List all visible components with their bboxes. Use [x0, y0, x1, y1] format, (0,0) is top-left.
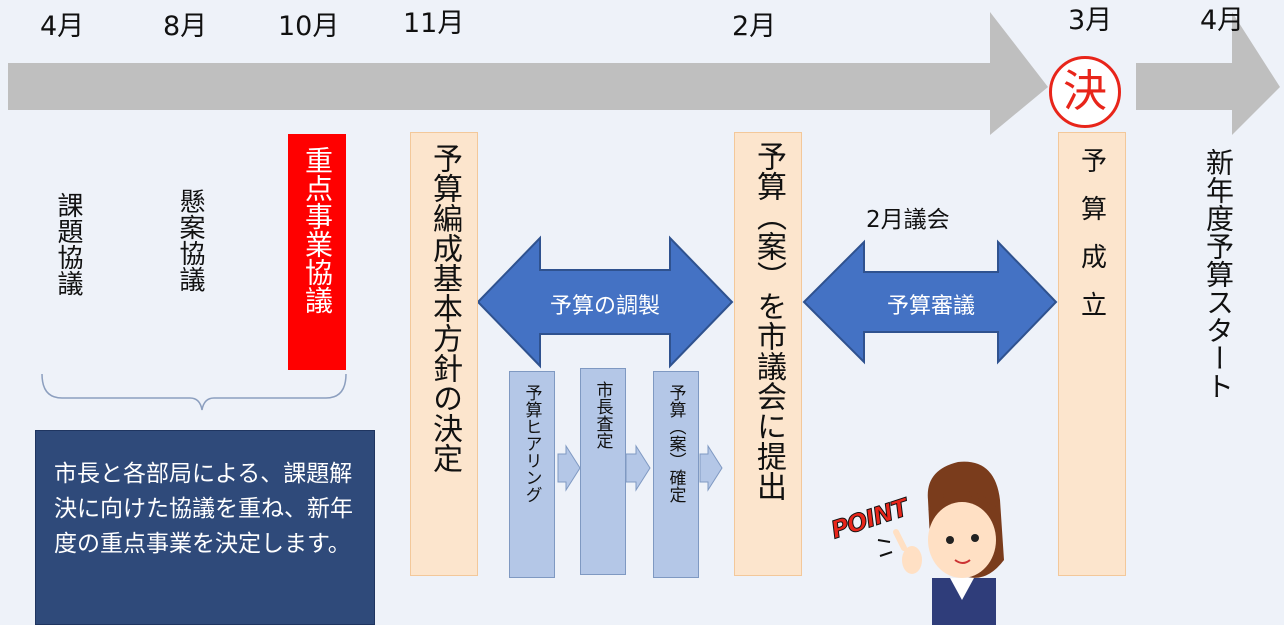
adjust-arrow-label: 予算の調製 — [549, 294, 660, 319]
step-juten-box: 重点事業協議 — [288, 134, 346, 370]
step-houshin: 予算編成基本方針の決定 — [427, 143, 462, 473]
month-label: 10月 — [278, 11, 340, 42]
adjust-double-arrow — [476, 235, 734, 369]
note-text: 市長と各部局による、課題解決に向けた協議を重ね、新年度の重点事業を決定します。 — [54, 461, 353, 557]
mascot-icon — [877, 461, 1004, 625]
step-seiritsu: 予算成立 — [1076, 147, 1107, 339]
chevron-icon-1 — [557, 444, 581, 492]
council-double-arrow — [802, 239, 1058, 365]
chevron-icon-2 — [625, 444, 651, 492]
step-houshin-box: 予算編成基本方針の決定 — [410, 132, 478, 576]
month-label: 11月 — [403, 8, 465, 39]
note-box: 市長と各部局による、課題解決に向けた協議を重ね、新年度の重点事業を決定します。 — [35, 430, 375, 625]
month-label: 4月 — [1200, 5, 1245, 36]
sub-step-satei-box: 市長査定 — [580, 368, 626, 575]
council-arrow-label: 予算審議 — [886, 294, 975, 319]
sub-step-hearing: 予算ヒアリング — [521, 384, 542, 503]
month-label: 3月 — [1068, 5, 1113, 36]
chevron-icon-3 — [699, 444, 723, 492]
step-teishutsu-box: 予算（案）を市議会に提出 — [734, 132, 802, 576]
step-teishutsu: 予算（案）を市議会に提出 — [751, 141, 786, 501]
decision-stamp-text: 決 — [1063, 66, 1107, 117]
sub-step-satei: 市長査定 — [592, 381, 613, 449]
month-label: 2月 — [732, 11, 777, 42]
month-label: 8月 — [163, 11, 208, 42]
step-juten: 重点事業協議 — [301, 146, 334, 314]
curly-brace — [41, 373, 347, 411]
sub-step-hearing-box: 予算ヒアリング — [509, 371, 555, 578]
month-label: 4月 — [40, 11, 85, 42]
sub-step-kakutei-box: 予算（案）確定 — [653, 371, 699, 578]
council-caption: 2月議会 — [866, 207, 950, 233]
timeline-arrow-main — [8, 12, 1048, 135]
sub-step-kakutei: 予算（案）確定 — [665, 384, 686, 503]
timeline-arrow-start — [1136, 12, 1280, 135]
step-start: 新年度予算スタート — [1202, 148, 1235, 400]
step-seiritsu-box: 予算成立 — [1058, 132, 1126, 576]
step-kenan: 懸案協議 — [175, 188, 205, 292]
decision-stamp: 決 — [1049, 56, 1121, 128]
step-kadai: 課題協議 — [53, 192, 83, 296]
